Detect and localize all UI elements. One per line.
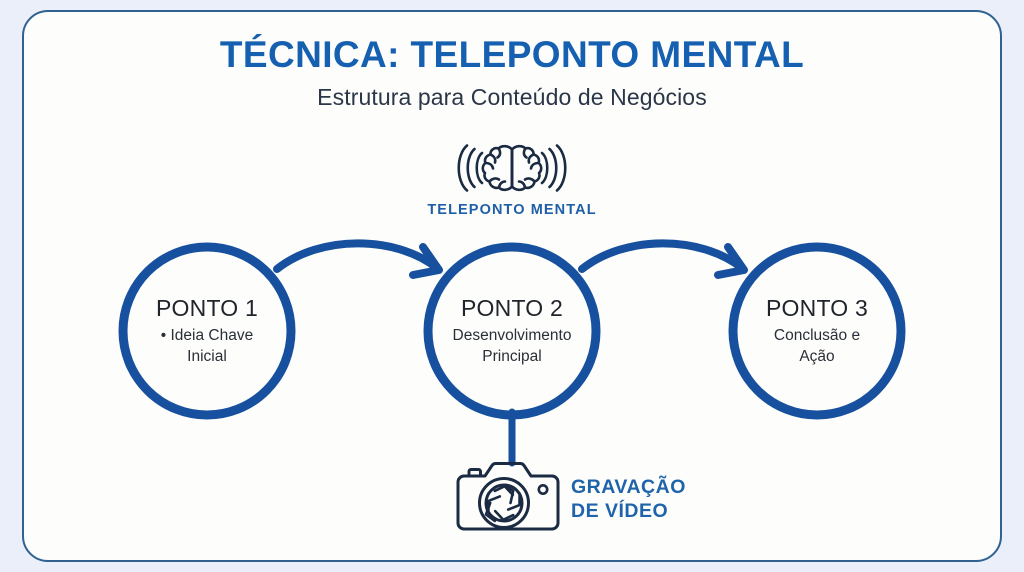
ponto-3-description: Conclusão e Ação <box>728 326 906 367</box>
video-recording-label: GRAVAÇÃO DE VÍDEO <box>571 476 686 524</box>
brain-waves-icon <box>0 140 1024 196</box>
video-recording-label-line-1: GRAVAÇÃO <box>571 475 686 498</box>
page-title: TÉCNICA: TELEPONTO MENTAL <box>219 34 805 75</box>
ponto-1-content: PONTO 1 • Ideia Chave Inicial <box>118 295 296 368</box>
ponto-2-content: PONTO 2 Desenvolvimento Principal <box>423 295 601 368</box>
video-recording-label-line-2: DE VÍDEO <box>571 499 669 522</box>
ponto-1-desc-line-1: • Ideia Chave <box>160 327 254 345</box>
ponto-3-desc-line-1: Conclusão e <box>773 327 861 345</box>
ponto-2-description: Desenvolvimento Principal <box>423 326 601 367</box>
camera-icon <box>455 458 561 541</box>
video-recording-block: GRAVAÇÃO DE VÍDEO <box>455 458 686 541</box>
ponto-2-desc-line-1: Desenvolvimento <box>452 327 572 345</box>
ponto-2-title: PONTO 2 <box>461 295 563 321</box>
ponto-1-desc-line-2: Inicial <box>187 347 227 365</box>
teleponto-badge-label: TELEPONTO MENTAL <box>427 202 597 218</box>
ponto-3-content: PONTO 3 Conclusão e Ação <box>728 295 906 368</box>
ponto-1-title: PONTO 1 <box>156 295 258 321</box>
ponto-2-desc-line-2: Principal <box>482 347 542 365</box>
teleponto-badge: TELEPONTO MENTAL <box>0 140 1024 218</box>
ponto-3-title: PONTO 3 <box>766 295 868 321</box>
title-block: TÉCNICA: TELEPONTO MENTAL Estrutura para… <box>0 34 1024 111</box>
ponto-3-desc-line-2: Ação <box>799 347 835 365</box>
page-subtitle: Estrutura para Conteúdo de Negócios <box>317 83 707 110</box>
ponto-1-description: • Ideia Chave Inicial <box>118 326 296 367</box>
